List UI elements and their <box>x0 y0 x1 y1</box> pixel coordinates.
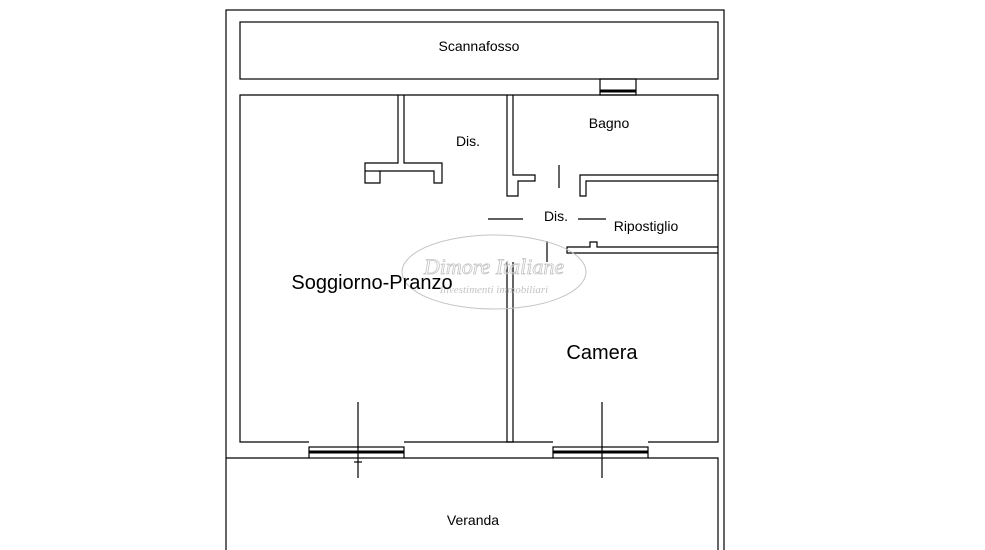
label-camera: Camera <box>566 342 638 364</box>
label-dis-top: Dis. <box>456 133 480 149</box>
label-soggiorno: Soggiorno-Pranzo <box>291 272 452 294</box>
dis-wall-right <box>506 95 536 197</box>
label-dis-center: Dis. <box>544 208 568 224</box>
watermark-brand: Dimore Italiane <box>423 254 565 279</box>
camera-wall <box>506 262 514 443</box>
watermark-logo: Dimore Italiane Investimenti immobiliari <box>401 234 587 310</box>
dis-wall-left <box>364 95 443 184</box>
label-ripostiglio: Ripostiglio <box>614 218 679 234</box>
label-veranda: Veranda <box>447 512 499 528</box>
apartment-wall <box>239 94 719 443</box>
ripostiglio-wall <box>566 241 718 254</box>
bagno-wall <box>579 174 718 197</box>
watermark-tagline: Investimenti immobiliari <box>439 284 548 296</box>
bagno-window <box>599 78 637 96</box>
outer-wall <box>225 9 725 550</box>
label-scannafosso: Scannafosso <box>439 38 520 54</box>
label-bagno: Bagno <box>589 115 630 131</box>
scannafosso-room <box>239 21 719 80</box>
